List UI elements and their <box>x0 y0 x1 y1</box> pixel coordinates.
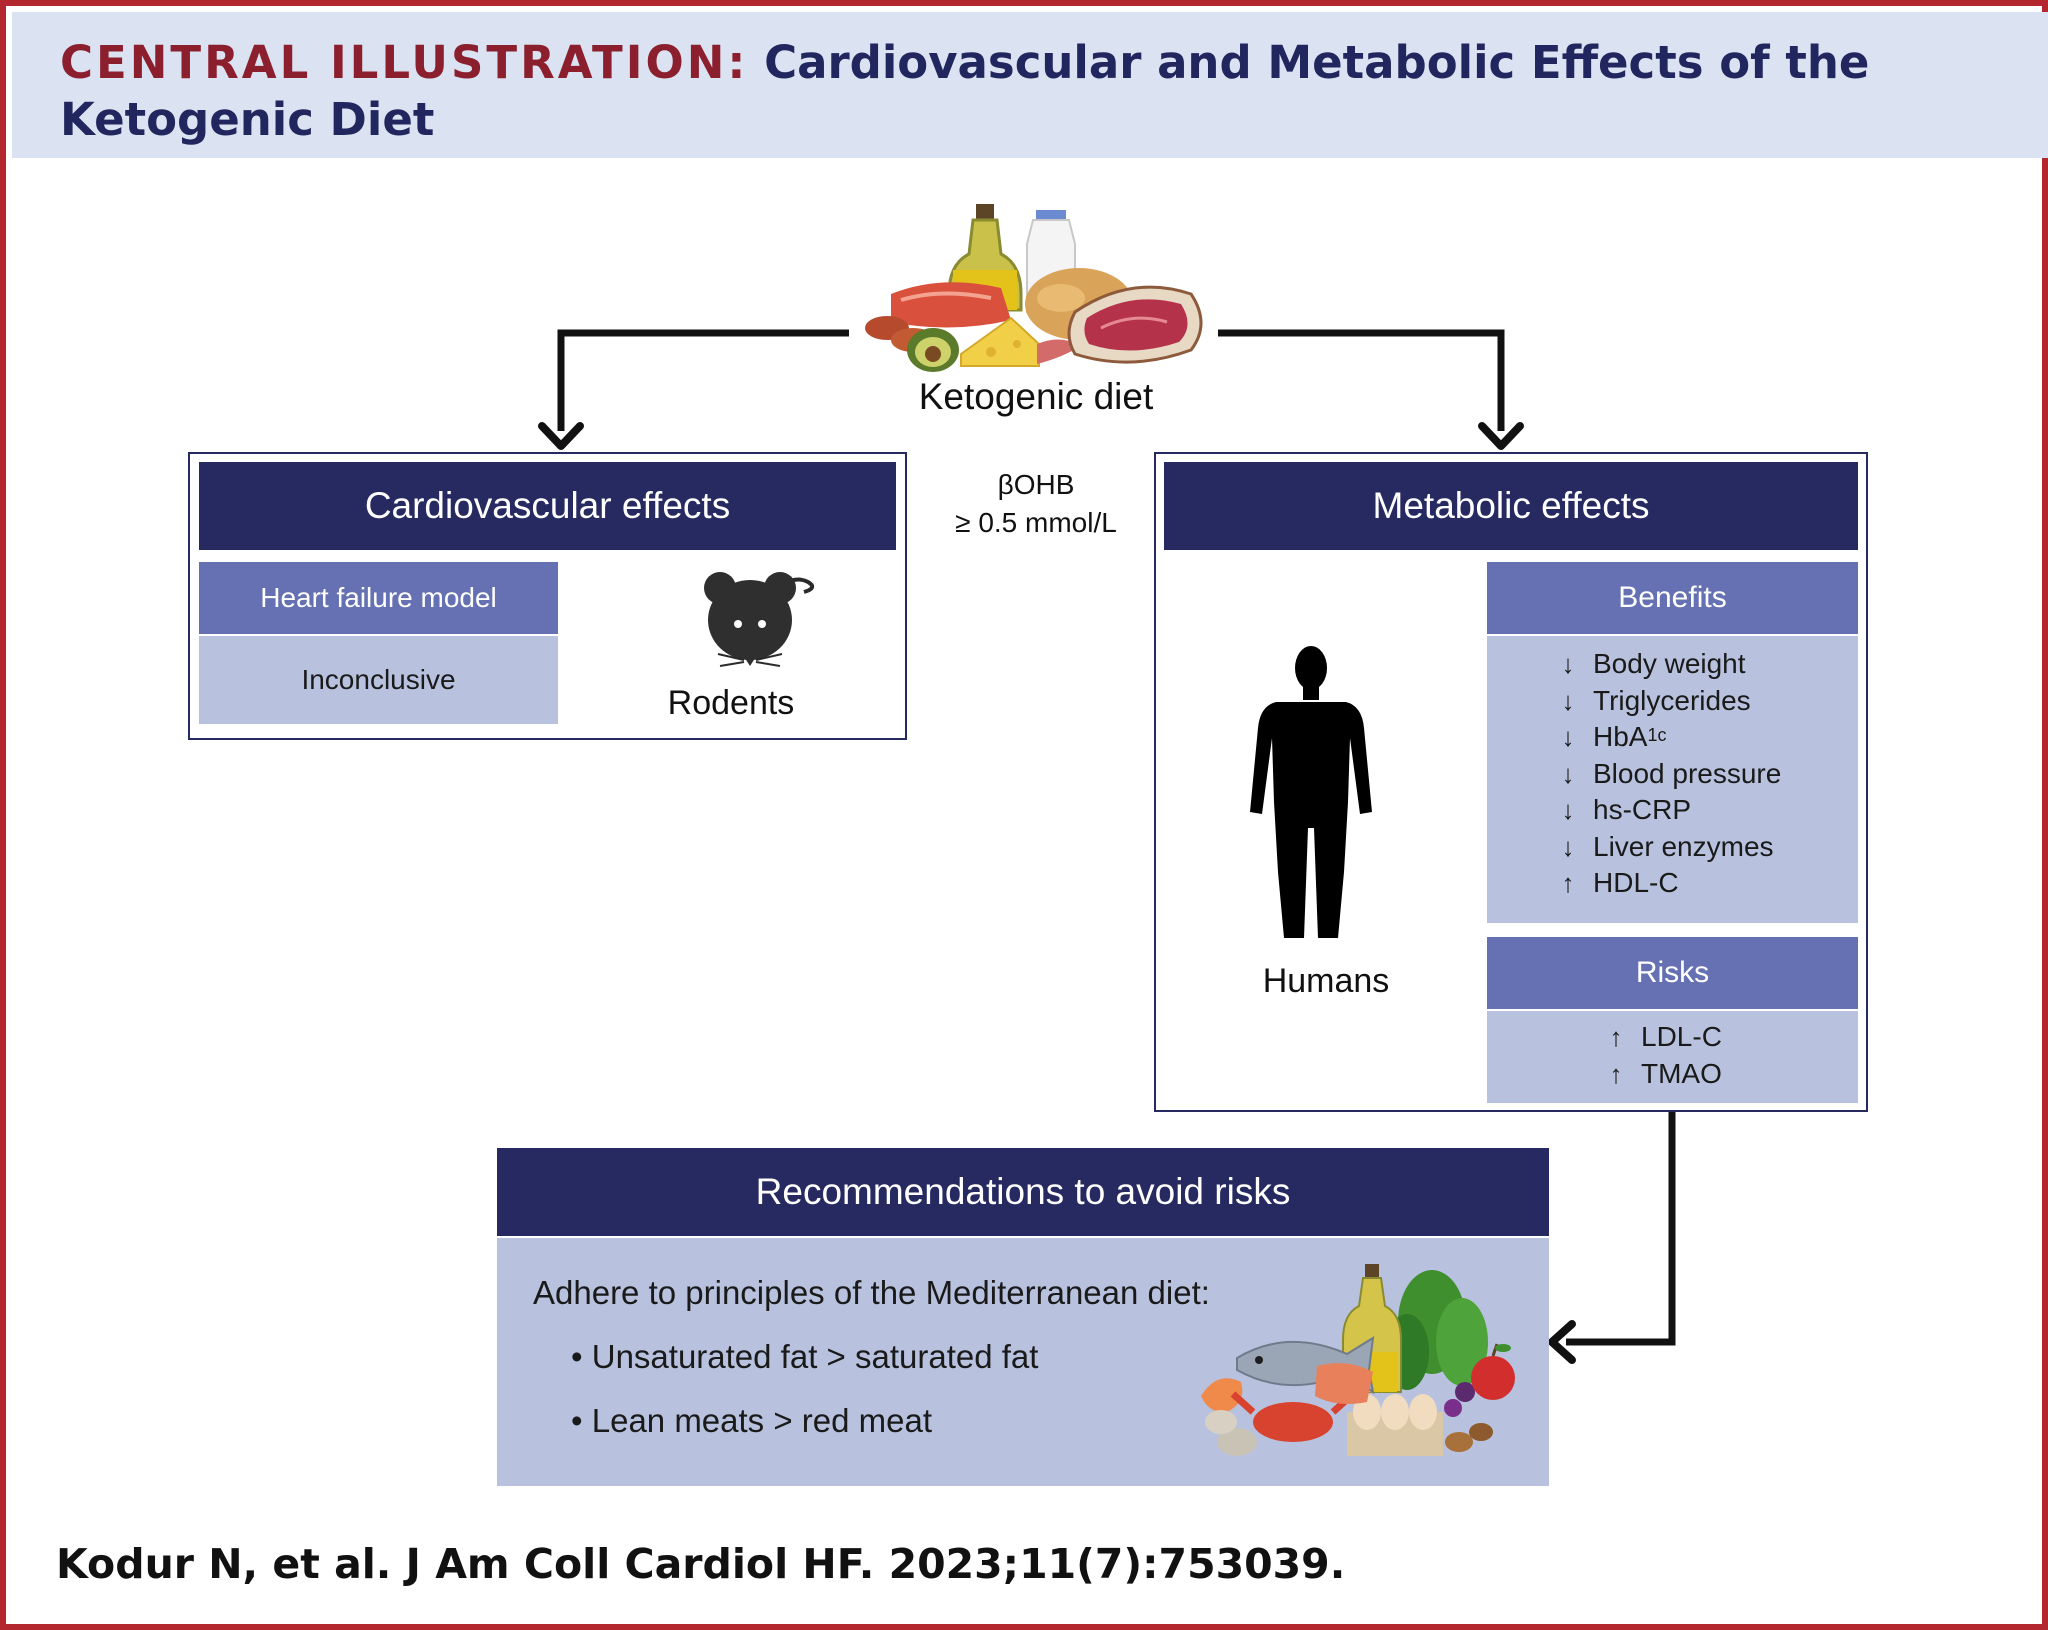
benefits-item-text: hs-CRP <box>1593 794 1692 825</box>
title-lead: CENTRAL ILLUSTRATION: <box>60 36 749 89</box>
arrowhead-cardio <box>538 422 584 450</box>
arrow-to-recommendations <box>1566 1101 1676 1346</box>
metabolic-effects-title: Metabolic effects <box>1164 462 1858 550</box>
ketogenic-food-icon <box>865 204 1203 372</box>
arrow-up-icon: ↑ <box>1609 1058 1623 1089</box>
connector-arrows <box>538 329 1676 1364</box>
arrow-up-icon: ↑ <box>1609 1022 1623 1052</box>
recommendation-bullet-text: Lean meats > red meat <box>591 1402 933 1439</box>
recommendations-intro: Adhere to principles of the Mediterranea… <box>533 1274 1210 1311</box>
heart-failure-model-label: Heart failure model <box>199 562 558 634</box>
arrow-down-icon: ↓ <box>1561 649 1575 679</box>
recommendations-title: Recommendations to avoid risks <box>497 1148 1549 1236</box>
benefits-item-subscript: 1c <box>1647 725 1667 745</box>
benefits-item-text: Body weight <box>1593 648 1746 679</box>
page-title: CENTRAL ILLUSTRATION: Cardiovascular and… <box>60 34 2000 148</box>
risks-list: ↑ LDL-C ↑ TMAO <box>1487 1011 1858 1103</box>
ketogenic-diet-label: Ketogenic diet <box>918 376 1154 417</box>
arrowhead-recommendations <box>1548 1320 1576 1364</box>
benefits-item-text: Blood pressure <box>1593 757 1782 789</box>
benefits-item: ↑ HDL-C <box>1551 865 1781 902</box>
risks-item-text: LDL-C <box>1641 1021 1722 1052</box>
benefits-item: ↓ Liver enzymes <box>1551 829 1781 866</box>
arrow-to-metabolic <box>1218 329 1505 431</box>
humans-label: Humans <box>1262 962 1390 1000</box>
benefits-item: ↓ Body weight <box>1551 646 1781 683</box>
risks-items: ↑ LDL-C ↑ TMAO <box>1599 1019 1722 1092</box>
recommendation-bullet-text: Unsaturated fat > saturated fat <box>591 1338 1039 1375</box>
risks-item-text: TMAO <box>1641 1057 1722 1089</box>
recommendations-panel: Adhere to principles of the Mediterranea… <box>497 1238 1549 1486</box>
header-banner: CENTRAL ILLUSTRATION: Cardiovascular and… <box>12 12 2048 158</box>
risks-title: Risks <box>1487 937 1858 1009</box>
cardiovascular-effects-title: Cardiovascular effects <box>199 462 896 550</box>
benefits-item-text: Liver enzymes <box>1593 830 1774 862</box>
citation: Kodur N, et al. J Am Coll Cardiol HF. 20… <box>56 1540 1346 1588</box>
benefits-item-text: HDL-C <box>1593 867 1679 898</box>
human-silhouette-icon <box>1250 646 1372 938</box>
arrow-down-icon: ↓ <box>1561 722 1575 752</box>
recommendation-bullet: • Unsaturated fat > saturated fat <box>571 1338 1039 1375</box>
mouse-icon <box>704 572 815 667</box>
inconclusive-result: Inconclusive <box>199 636 558 724</box>
arrow-to-cardio <box>557 329 849 431</box>
arrow-up-icon: ↑ <box>1561 868 1575 898</box>
mediterranean-food-icon <box>1201 1264 1515 1456</box>
rodents-label: Rodents <box>667 684 795 722</box>
bohb-label: βOHB <box>997 469 1075 500</box>
arrow-down-icon: ↓ <box>1561 758 1575 789</box>
benefits-title: Benefits <box>1487 562 1858 634</box>
risks-item: ↑ TMAO <box>1599 1056 1722 1093</box>
benefits-item: ↓ Blood pressure <box>1551 756 1782 793</box>
arrow-down-icon: ↓ <box>1561 831 1575 862</box>
arrow-down-icon: ↓ <box>1561 685 1575 716</box>
risks-item: ↑ LDL-C <box>1599 1019 1722 1056</box>
arrowhead-metabolic <box>1478 422 1524 450</box>
arrow-down-icon: ↓ <box>1561 795 1575 825</box>
benefits-item: ↓ hs-CRP <box>1551 792 1781 829</box>
benefits-item-text: HbA <box>1593 721 1648 752</box>
bohb-value: ≥ 0.5 mmol/L <box>955 507 1117 538</box>
benefits-item: ↓ Triglycerides <box>1551 683 1781 720</box>
benefits-item-text: Triglycerides <box>1593 684 1751 716</box>
title-text: Cardiovascular and Metabolic Effects of … <box>60 36 1870 146</box>
bohb-threshold: βOHB ≥ 0.5 mmol/L <box>906 466 1166 542</box>
recommendation-bullet: • Lean meats > red meat <box>571 1402 933 1439</box>
